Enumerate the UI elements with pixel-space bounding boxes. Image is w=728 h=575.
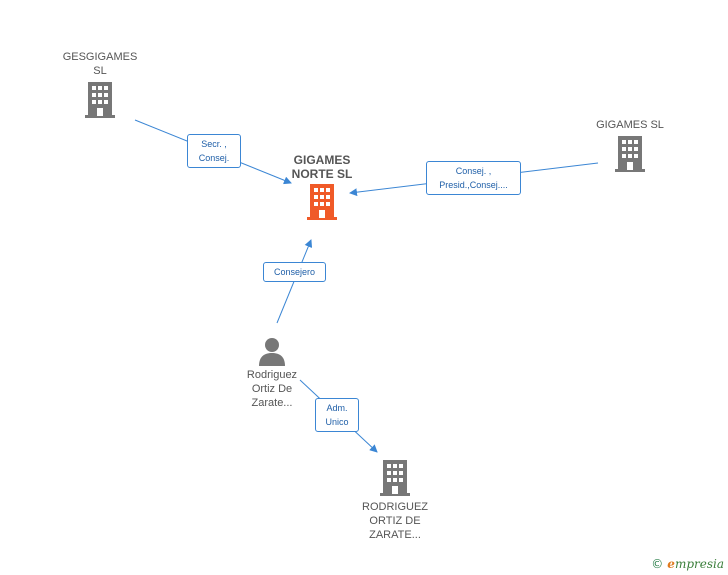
edge-label-consejero[interactable]: Consejero	[263, 262, 326, 282]
node-gesgigames[interactable]: GESGIGAMES SL	[55, 50, 145, 118]
building-icon	[85, 82, 115, 118]
edge-label-line: Consej. ,	[455, 166, 492, 176]
node-label: Rodriguez	[246, 369, 298, 381]
edge-label-consej-presid[interactable]: Consej. , Presid.,Consej....	[426, 161, 521, 195]
building-icon	[380, 460, 410, 496]
node-label: GIGAMES SL	[596, 119, 664, 131]
node-label: GIGAMES	[293, 153, 351, 167]
node-label: ORTIZ DE	[369, 515, 421, 527]
node-label: Zarate...	[251, 397, 293, 409]
node-rodriguez-company[interactable]: RODRIGUEZ ORTIZ DE ZARATE...	[350, 460, 440, 542]
node-label: SL	[93, 65, 107, 77]
brand-name: mpresia	[674, 557, 724, 571]
node-gigames[interactable]: GIGAMES SL	[585, 118, 675, 172]
node-label: GESGIGAMES	[62, 51, 138, 63]
edge-label-line: Consejero	[273, 267, 316, 277]
person-icon	[259, 338, 285, 366]
node-label: ZARATE...	[369, 529, 421, 541]
edge-label-adm-unico[interactable]: Adm. Unico	[315, 398, 359, 432]
copyright-icon: ©	[651, 557, 664, 571]
building-icon	[615, 136, 645, 172]
edge-label-line: Secr. ,	[201, 139, 227, 149]
brand-initial: e	[667, 557, 675, 571]
brand-logo: ©empresia	[651, 557, 724, 571]
edge-label-line: Unico	[325, 417, 349, 427]
edge-label-line: Presid.,Consej....	[439, 180, 508, 190]
node-label: NORTE SL	[291, 167, 353, 181]
node-label: Ortiz De	[251, 383, 293, 395]
edge-label-secr-consej[interactable]: Secr. , Consej.	[187, 134, 241, 168]
node-label: RODRIGUEZ	[362, 501, 428, 513]
node-gigames-norte[interactable]: GIGAMES NORTE SL	[276, 153, 368, 220]
building-icon	[307, 184, 337, 220]
node-person[interactable]: Rodriguez Ortiz De Zarate...	[230, 336, 314, 410]
edge-label-line: Consej.	[198, 153, 230, 163]
edge-label-line: Adm.	[326, 403, 348, 413]
